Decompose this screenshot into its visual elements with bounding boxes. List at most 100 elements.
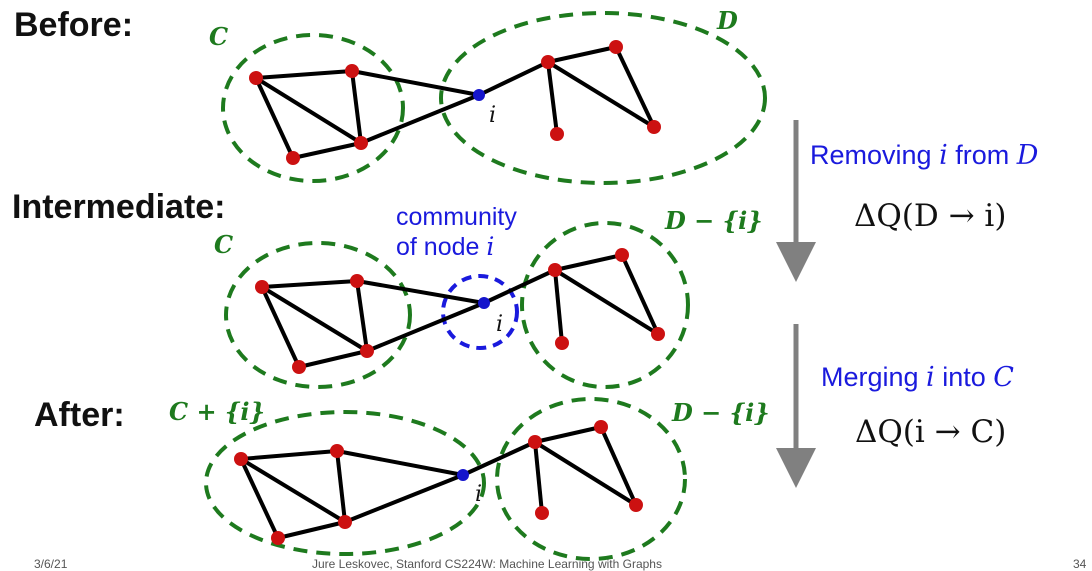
edge [261, 279, 358, 289]
node [609, 40, 623, 54]
after-graph [204, 397, 687, 561]
edge [534, 425, 602, 444]
note-line-2-var: i [486, 232, 495, 261]
edge [553, 269, 564, 344]
node [330, 444, 344, 458]
edge [547, 45, 617, 64]
node [345, 64, 359, 78]
node [594, 420, 608, 434]
stage-label-intermediate: Intermediate: [12, 188, 226, 226]
edge [240, 449, 338, 461]
community-c-plus-i-label: C + {i} [169, 397, 265, 426]
edge [462, 440, 536, 477]
stage-label-before: Before: [14, 6, 134, 44]
node [249, 71, 263, 85]
stage-label-after: After: [34, 396, 125, 434]
community-of-node-i-note: community of node i [396, 202, 517, 262]
edge [260, 285, 369, 353]
community-c-outline [224, 241, 412, 389]
node-i-label: i [496, 312, 504, 337]
community-d-minus-i-label: D − {i} [665, 206, 763, 235]
node [360, 344, 374, 358]
node [555, 336, 569, 350]
edge [344, 473, 464, 524]
step-title-text: Removing [810, 140, 940, 170]
node [350, 274, 364, 288]
step-title-var: i [926, 362, 935, 393]
edge [360, 93, 480, 145]
community-d-minus-i-outline [495, 397, 687, 561]
community-d-minus-i-outline [520, 221, 690, 389]
node-i [478, 297, 490, 309]
step-title-var: i [939, 140, 948, 171]
nodes [249, 40, 661, 165]
edges [254, 45, 656, 160]
edge [239, 458, 280, 539]
node [550, 127, 564, 141]
edge [356, 279, 485, 305]
edge [553, 268, 660, 336]
edge [298, 349, 368, 369]
edge [255, 69, 353, 80]
step-removing-title: Removing i from D [810, 140, 1038, 171]
community-c-label: C [214, 230, 234, 259]
edge [483, 268, 556, 305]
edge [350, 70, 363, 144]
node [535, 506, 549, 520]
edge [533, 440, 638, 507]
delta-q-merging: ΔQ(i → C) [855, 414, 1007, 450]
edges [239, 425, 638, 540]
node [548, 263, 562, 277]
community-d-outline [439, 11, 767, 185]
nodes [234, 420, 643, 545]
edge [355, 280, 369, 352]
node [234, 452, 248, 466]
step-title-mid: from [947, 140, 1017, 170]
node [629, 498, 643, 512]
note-line-2-text: of node [396, 233, 487, 261]
edge [351, 69, 480, 97]
node-i [457, 469, 469, 481]
footer-course: Jure Leskovec, Stanford CS224W: Machine … [312, 557, 662, 571]
node [541, 55, 555, 69]
node [292, 360, 306, 374]
step-merging-title: Merging i into C [821, 362, 1014, 393]
note-line-2: of node i [396, 232, 517, 262]
edge [478, 60, 549, 97]
step-title-text: Merging [821, 362, 927, 392]
footer-page-number: 34 [1073, 557, 1087, 571]
edge [533, 441, 544, 514]
node-i-label: i [475, 482, 483, 507]
community-d-minus-i-label: D − {i} [672, 398, 770, 427]
node [615, 248, 629, 262]
footer-date: 3/6/21 [34, 557, 68, 571]
edge [546, 61, 559, 135]
node [651, 327, 665, 341]
edge [620, 254, 660, 335]
delta-q-removing: ΔQ(D → i) [854, 198, 1007, 234]
node-i-label: i [489, 103, 497, 128]
intermediate-graph [224, 221, 690, 389]
edge [254, 77, 295, 159]
edge [292, 141, 362, 160]
community-d-label: D [717, 6, 738, 35]
edge [614, 46, 656, 128]
edge [239, 457, 347, 524]
node-i [473, 89, 485, 101]
node [528, 435, 542, 449]
edge [599, 426, 638, 506]
community-c-plus-i-outline [204, 410, 486, 556]
edge [335, 450, 347, 523]
edge [336, 449, 464, 477]
node [255, 280, 269, 294]
step-title-mid: into [934, 362, 994, 392]
node [286, 151, 300, 165]
community-c-outline [221, 33, 405, 183]
node [271, 531, 285, 545]
edge [554, 253, 623, 272]
nodes [255, 248, 665, 374]
edge [546, 60, 656, 129]
node [354, 136, 368, 150]
edge [277, 520, 346, 540]
